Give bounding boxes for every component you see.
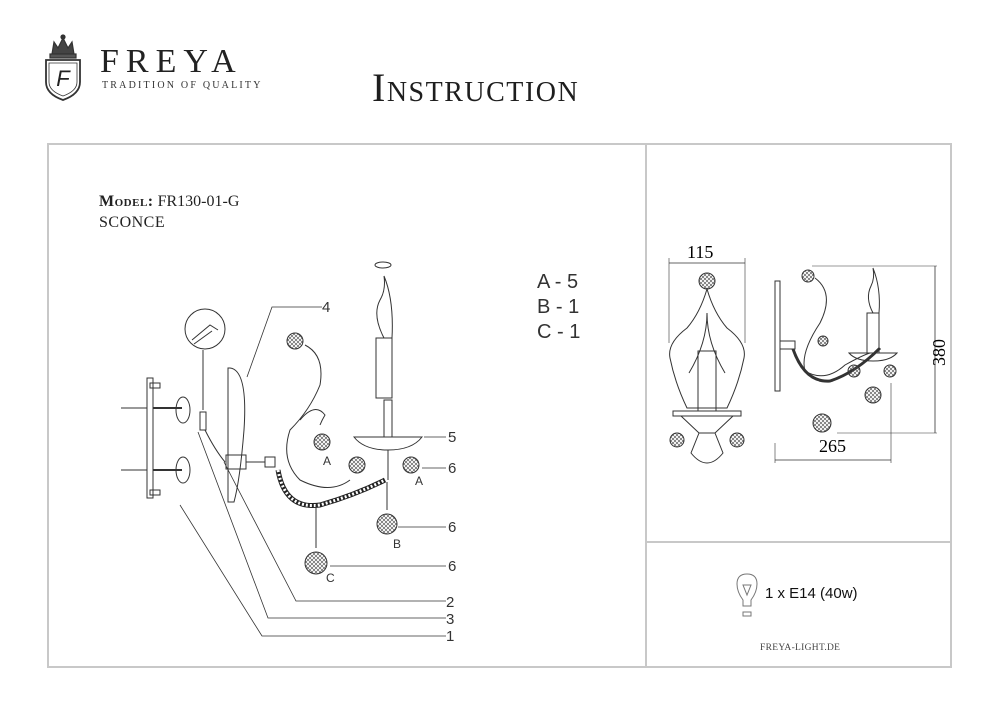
callout-6b: 6 (448, 519, 456, 536)
mounting-plate-icon (146, 377, 154, 499)
parts-item-b: B - 1 (537, 296, 580, 318)
crystal-label-a2: A (415, 474, 423, 488)
callout-6c: 6 (448, 558, 456, 575)
brand-name: FREYA (100, 43, 243, 80)
crystal-label-c: C (326, 571, 335, 585)
content-frame (47, 143, 952, 668)
model-code: FR130-01-G (157, 193, 240, 210)
callout-3: 3 (446, 611, 454, 628)
callout-4: 4 (322, 299, 330, 316)
dimension-height: 380 (929, 339, 949, 366)
callout-1: 1 (446, 628, 454, 645)
horizontal-divider (645, 541, 952, 543)
model-line: Model: FR130-01-G (99, 192, 239, 212)
callout-6a: 6 (448, 460, 456, 477)
parts-item-c: C - 1 (537, 321, 581, 343)
callout-5: 5 (448, 429, 456, 446)
svg-text:F: F (56, 66, 71, 91)
vertical-divider (645, 143, 647, 668)
bulb-spec: 1 x E14 (40w) (765, 585, 858, 602)
candle-bulb-icon (376, 275, 393, 339)
crystal-label-b: B (393, 537, 401, 551)
dimension-width: 115 (687, 242, 713, 262)
wiring-detail-icon (184, 308, 226, 350)
website-link[interactable]: FREYA-LIGHT.DE (760, 643, 841, 653)
dimension-depth: 265 (819, 436, 846, 456)
model-label: Model: (99, 193, 154, 210)
callout-2: 2 (446, 594, 454, 611)
brand-logo-shield-icon: F (45, 34, 81, 101)
light-bulb-icon (736, 573, 758, 617)
product-type: SCONCE (99, 214, 166, 231)
parts-list: A - 5 B - 1 C - 1 (537, 270, 580, 345)
crystal-label-a1: A (323, 454, 331, 468)
assembly-diagram: 4 5 6 6 6 2 3 1 A A B C (121, 261, 456, 645)
dimension-drawing: 115 265 380 (668, 242, 949, 464)
page-title: Instruction (372, 65, 580, 110)
brand-tagline: TRADITION OF QUALITY (102, 80, 263, 91)
parts-item-a: A - 5 (537, 271, 579, 293)
